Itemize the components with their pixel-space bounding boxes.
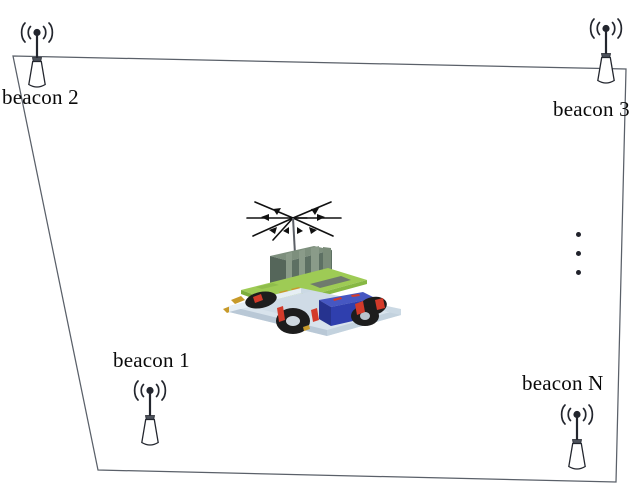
beacon-tower-1 bbox=[127, 376, 173, 448]
radio-wave-icon bbox=[133, 380, 167, 401]
antenna-tip-dot bbox=[573, 410, 581, 419]
radio-wave-icon bbox=[20, 22, 54, 43]
ellipsis-dot bbox=[575, 251, 581, 256]
beacon-tower-2 bbox=[14, 18, 60, 90]
room-floor-quadrilateral bbox=[12, 55, 627, 483]
antenna-tip-dot bbox=[602, 24, 610, 33]
radio-wave-icon bbox=[589, 18, 623, 39]
antenna-arrowheads bbox=[261, 208, 325, 234]
antenna-tip-dot bbox=[146, 386, 154, 395]
vertical-ellipsis bbox=[572, 232, 584, 284]
antenna-mast bbox=[292, 217, 296, 255]
antenna-tip-dot bbox=[33, 28, 41, 37]
suspension-links bbox=[253, 294, 385, 322]
tower-body bbox=[597, 56, 615, 84]
tower-body bbox=[141, 418, 159, 446]
motor-mounts bbox=[303, 325, 310, 331]
beacon-tower-n bbox=[554, 400, 600, 472]
beacon-tower-3 bbox=[583, 14, 629, 86]
radio-wave-icon bbox=[560, 404, 594, 425]
ellipsis-dot bbox=[575, 232, 581, 237]
tower-body bbox=[568, 442, 586, 470]
ellipsis-dot bbox=[575, 270, 581, 275]
robot-wheels bbox=[245, 291, 387, 334]
beacon-label-1: beacon 1 bbox=[113, 348, 190, 372]
mobile-robot bbox=[215, 188, 405, 336]
tower-body bbox=[28, 60, 46, 88]
beacon-label-n: beacon N bbox=[522, 371, 604, 395]
beacon-label-2: beacon 2 bbox=[2, 85, 79, 109]
beacon-label-3: beacon 3 bbox=[553, 97, 630, 121]
